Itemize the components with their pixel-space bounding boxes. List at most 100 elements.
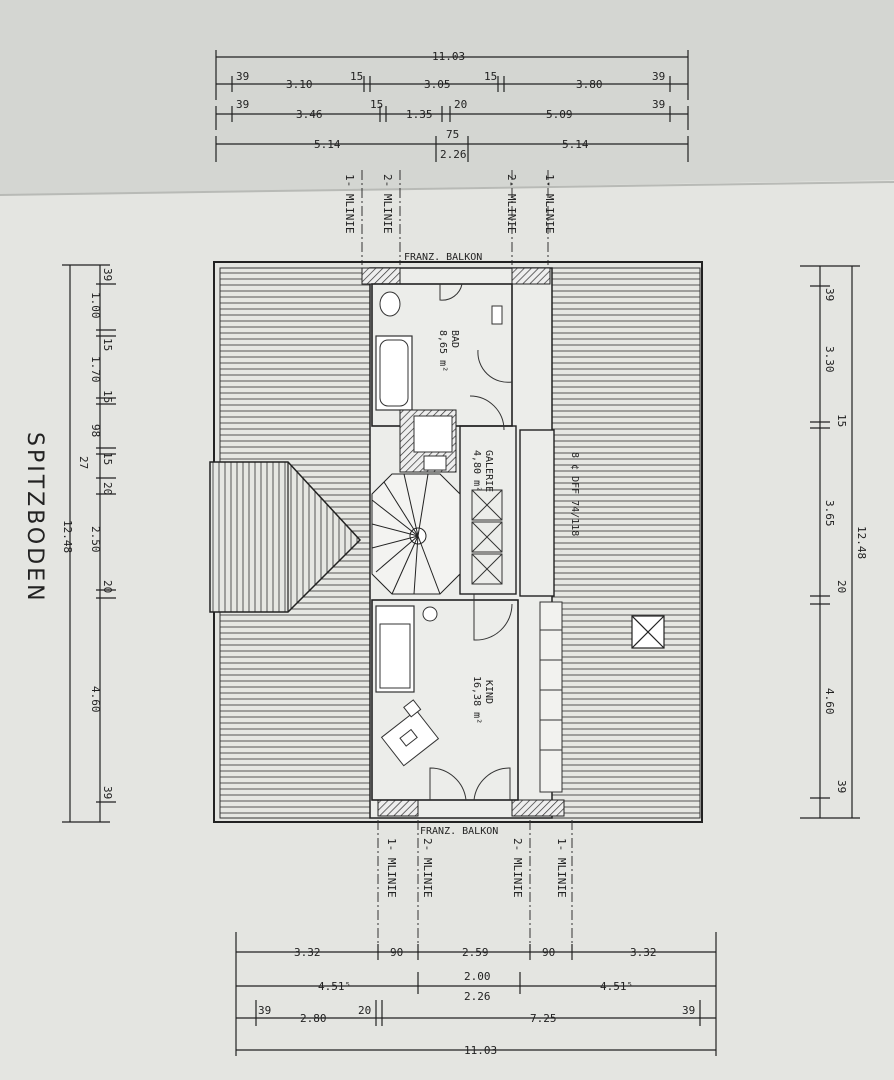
dim-label: 15 [101, 338, 114, 351]
skylight-window [631, 615, 665, 649]
plan-title: SPITZBODEN [22, 432, 47, 604]
dim-label: 20 [835, 580, 848, 593]
dim-label: 3.30 [823, 346, 836, 373]
top-dimensions [215, 50, 689, 162]
paper-fold [0, 181, 894, 196]
dim-top-total: 11.03 [432, 50, 465, 63]
dim-label: 3.10 [286, 78, 313, 91]
dim-label: 4.51⁵ [318, 980, 351, 993]
dim-label: 15 [350, 70, 363, 83]
mlinie-label: 1- MLINIE [343, 174, 356, 234]
spiral-staircase [371, 473, 461, 595]
right-dimensions [800, 265, 860, 819]
room-galerie-area: 4,80 m² [471, 450, 482, 492]
dim-label: 39 [236, 70, 249, 83]
dim-label: 2.26 [440, 148, 467, 161]
dim-left-total: 12.48 [61, 520, 74, 553]
dormer-roof [209, 461, 362, 613]
room-bad-area: 8,65 m² [437, 330, 448, 372]
mlinie-label: 2- MLINIE [511, 838, 524, 898]
right-dim-labels: 12.48 39 3.30 15 3.65 20 4.60 39 [823, 288, 868, 793]
dim-label: 7.25 [530, 1012, 557, 1025]
dim-label: 98 [89, 424, 102, 437]
dim-label: 39 [652, 98, 665, 111]
dim-label: 3.05 [424, 78, 451, 91]
skylight-note: 8 ¢ DFF 74/118 [569, 452, 580, 536]
dim-label: 4.60 [89, 686, 102, 713]
left-dimensions [62, 264, 116, 823]
dim-label: 2.80 [300, 1012, 327, 1025]
franz-balkon-bottom-label: FRANZ. BALKON [420, 826, 498, 837]
dim-label: 1.00 [89, 292, 102, 319]
dim-label: 4.60 [823, 688, 836, 715]
bottom-balcony-door [429, 767, 511, 801]
dim-label: 27 [77, 456, 90, 469]
dim-label: 39 [101, 786, 114, 799]
bottom-dim-labels: 3.32 90 2.59 90 3.32 4.51⁵ 2.00 2.26 4.5… [258, 946, 695, 1057]
dim-label: 2.50 [89, 526, 102, 553]
dim-label: 20 [101, 482, 114, 495]
mlinie-top-lines [361, 170, 549, 265]
dim-label: 20 [101, 580, 114, 593]
dim-label: 3.46 [296, 108, 323, 121]
dim-label: 90 [542, 946, 555, 959]
top-dim-labels: 11.03 39 3.10 15 3.05 15 3.80 39 39 3.46… [236, 50, 665, 161]
dim-label: 39 [652, 70, 665, 83]
bottom-dimensions [235, 932, 717, 1056]
paper-upper [0, 0, 894, 195]
dim-label: 4.51⁵ [600, 980, 633, 993]
desk [380, 699, 440, 767]
dim-label: 75 [446, 128, 459, 141]
dim-bottom-total: 11.03 [464, 1044, 497, 1057]
dim-label: 15 [370, 98, 383, 111]
dim-label: 15 [101, 452, 114, 465]
dim-label: 2.59 [462, 946, 489, 959]
dim-label: 39 [682, 1004, 695, 1017]
room-bad-label: BAD [449, 330, 460, 348]
room-kind-area: 16,38 m² [471, 676, 482, 724]
room-kind-label: KIND [483, 680, 494, 704]
mlinie-label: 2- MLINIE [421, 838, 434, 898]
dim-label: 15 [835, 414, 848, 427]
mlinie-label: 1- MLINIE [543, 174, 556, 234]
dim-label: 20 [358, 1004, 371, 1017]
dim-label: 3.32 [294, 946, 321, 959]
sink [491, 305, 503, 325]
dim-label: 1.35 [406, 108, 433, 121]
toilet [379, 291, 401, 317]
mlinie-top-labels: 1- MLINIE 2- MLINIE 2- MLINIE 1- MLINIE [343, 174, 556, 234]
dim-label: 39 [101, 268, 114, 281]
dim-right-total: 12.48 [855, 526, 868, 559]
dim-label: 20 [454, 98, 467, 111]
bed [375, 605, 415, 693]
mlinie-bottom-labels: 1- MLINIE 2- MLINIE 2- MLINIE 1- MLINIE [385, 838, 568, 898]
dim-label: 5.09 [546, 108, 573, 121]
dim-label: 39 [823, 288, 836, 301]
dim-label: 15 [484, 70, 497, 83]
room-galerie-label: GALERIE [483, 450, 494, 492]
dim-label: 39 [258, 1004, 271, 1017]
room-kind [371, 599, 519, 801]
mlinie-label: 1- MLINIE [555, 838, 568, 898]
dim-label: 3.65 [823, 500, 836, 527]
dim-label: 90 [390, 946, 403, 959]
dim-label: 2.26 [464, 990, 491, 1003]
dim-label: 1.70 [89, 356, 102, 383]
mlinie-label: 1- MLINIE [385, 838, 398, 898]
dim-label: 15 [101, 390, 114, 403]
mlinie-label: 2- MLINIE [505, 174, 518, 234]
mlinie-bottom-lines [377, 820, 573, 956]
dim-label: 2.00 [464, 970, 491, 983]
bathtub [375, 335, 413, 411]
dim-label: 39 [236, 98, 249, 111]
dim-label: 5.14 [314, 138, 341, 151]
roof-right [551, 267, 701, 819]
dim-label: 3.32 [630, 946, 657, 959]
left-dim-labels: 12.48 39 1.00 15 1.70 15 98 15 27 20 2.5… [61, 268, 114, 799]
dim-label: 5.14 [562, 138, 589, 151]
dim-label: 3.80 [576, 78, 603, 91]
franz-balkon-top-label: FRANZ. BALKON [404, 252, 482, 263]
dim-label: 39 [835, 780, 848, 793]
